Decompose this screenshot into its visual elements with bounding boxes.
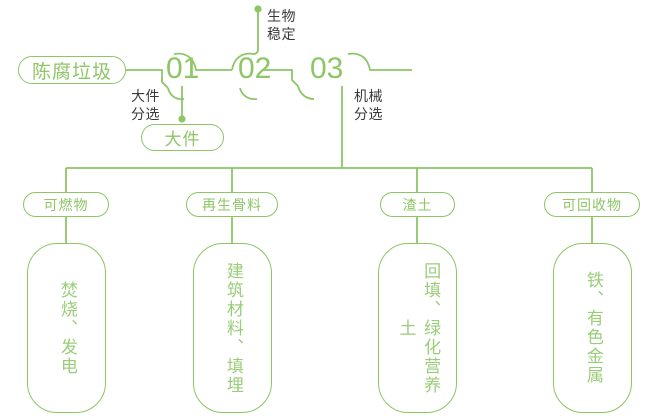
node-root-label: 陈腐垃圾 <box>31 61 112 83</box>
dot-stage2-endpoint <box>254 5 262 13</box>
arc-03-lower <box>297 85 315 100</box>
box-usage-3[interactable]: 回填、绿化营养土 <box>378 243 457 413</box>
box-usage-1-text: 焚烧、发电 <box>57 280 77 376</box>
node-side-output-label: 大件 <box>164 130 201 149</box>
node-category-1-label: 可燃物 <box>43 196 89 213</box>
node-category-4-label: 可回收物 <box>562 196 622 213</box>
stage-number-01[interactable]: 01 <box>166 52 200 85</box>
box-usage-1[interactable]: 焚烧、发电 <box>27 243 106 413</box>
node-root[interactable]: 陈腐垃圾 <box>18 56 126 84</box>
box-usage-4-text: 铁、有色金属 <box>583 271 603 385</box>
stage-2-process-label: 生物 稳定 <box>267 8 296 42</box>
node-category-2-label: 再生骨料 <box>202 196 262 213</box>
dot-stage1-endpoint <box>178 115 186 123</box>
stage-1-process-label: 大件 分选 <box>131 88 160 122</box>
stage-3-process-label: 机械 分选 <box>354 88 383 122</box>
node-category-3[interactable]: 渣土 <box>380 192 455 217</box>
box-usage-2-text: 建筑材料、填埋 <box>223 261 243 395</box>
arc-03-upper <box>347 52 412 71</box>
stage-number-03[interactable]: 03 <box>310 52 344 85</box>
node-side-output-bulky[interactable]: 大件 <box>141 124 224 151</box>
arc-01-lower <box>167 87 185 101</box>
node-category-1[interactable]: 可燃物 <box>23 192 109 217</box>
arc-02-lowerleft <box>239 87 258 101</box>
line-02-riser <box>253 10 259 55</box>
node-category-2[interactable]: 再生骨料 <box>186 192 278 217</box>
box-usage-4[interactable]: 铁、有色金属 <box>553 243 632 413</box>
box-usage-2[interactable]: 建筑材料、填埋 <box>193 243 272 413</box>
stage-number-02[interactable]: 02 <box>238 52 272 85</box>
line-root-to-01 <box>126 69 169 89</box>
box-usage-3-text: 回填、绿化营养土 <box>396 261 441 395</box>
node-category-4[interactable]: 可回收物 <box>544 192 640 217</box>
node-category-3-label: 渣土 <box>402 196 433 213</box>
